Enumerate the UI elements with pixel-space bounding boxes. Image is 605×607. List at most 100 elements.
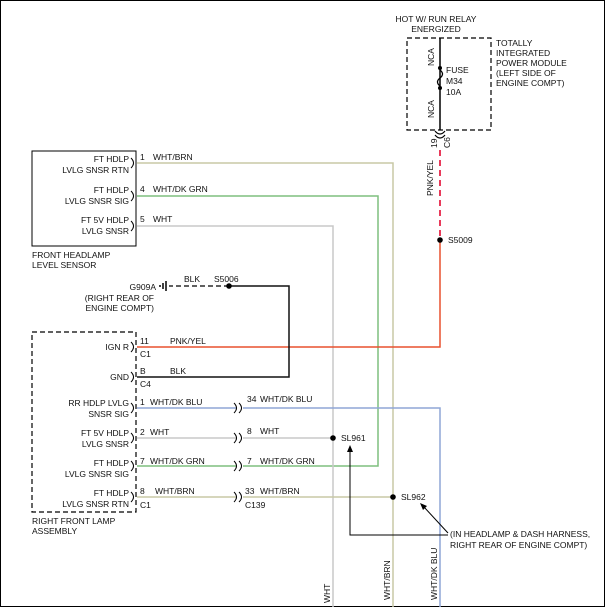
inline-pin8: 8	[247, 426, 252, 436]
ipm-box	[406, 37, 492, 131]
inline-pin33-wire: WHT/BRN	[260, 486, 300, 496]
sensor-pin5-label-1: FT 5V HDLP	[81, 215, 129, 225]
sensor-name-1: FRONT HEADLAMP	[32, 250, 111, 260]
lamp-pin7-label-2: LVLG SNSR SIG	[65, 469, 129, 479]
fuse-terminal-top	[438, 66, 442, 70]
ground-id: G909A	[130, 282, 157, 292]
ground-splice: S5006	[214, 274, 239, 284]
sensor-pin1-wire: WHT/BRN	[153, 152, 193, 162]
lamp-pin2-label-2: LVLG SNSR	[82, 439, 129, 449]
ipm-name-3: POWER MODULE	[496, 58, 567, 68]
wire-wht-sensor	[137, 225, 334, 607]
splice-sl962-dot	[390, 494, 396, 500]
lamp-pin2-label-1: FT 5V HDLP	[81, 428, 129, 438]
ipm-pin: 19	[429, 138, 439, 148]
lamp-pins-connector: C1	[140, 500, 151, 510]
sensor-pin1: 1	[140, 152, 145, 162]
fuse-id: M34	[446, 76, 463, 86]
bottom-wire-wht: WHT	[322, 584, 332, 603]
ipm-header-2: ENERGIZED	[411, 24, 461, 34]
ipm-wire-label: PNK/YEL	[425, 160, 435, 196]
lamp-pin8-wire: WHT/BRN	[155, 486, 195, 496]
sensor-pin4-label-2: LVLG SNSR SIG	[65, 196, 129, 206]
fuse-label: FUSE	[446, 65, 469, 75]
inline-pin34-wire: WHT/DK BLU	[260, 394, 312, 404]
inline-pin33: 33	[245, 486, 255, 496]
lamp-pin1-wire: WHT/DK BLU	[150, 397, 202, 407]
lamp-pin1-label-2: SNSR SIG	[88, 409, 129, 419]
splice-sl961-dot	[330, 435, 336, 441]
splice-sl961: SL961	[341, 433, 366, 443]
ground-wire: BLK	[184, 274, 200, 284]
ground-loc-2: ENGINE COMPT)	[86, 303, 155, 313]
sensor-pin4-wire: WHT/DK GRN	[153, 184, 208, 194]
lamp-pin8-label-2: LVLG SNSR RTN	[62, 499, 129, 509]
ground-icon	[159, 281, 167, 291]
lamp-pin7-label-1: FT HDLP	[94, 458, 130, 468]
inline-connector-icon	[233, 402, 242, 503]
ipm-name-4: (LEFT SIDE OF	[496, 68, 556, 78]
lamp-ign-pin: 11	[140, 336, 149, 346]
inline-pin7: 7	[247, 456, 252, 466]
fuse-icon	[436, 69, 444, 87]
sensor-pin4: 4	[140, 184, 145, 194]
sensor-pin5: 5	[140, 214, 145, 224]
ipm-connector-c6-icon-2	[434, 134, 446, 139]
sensor-pin5-label-2: LVLG SNSR	[82, 226, 129, 236]
note-line-1: (IN HEADLAMP & DASH HARNESS,	[450, 529, 590, 539]
ipm-connector: C6	[442, 137, 452, 148]
lamp-box	[31, 331, 137, 513]
lamp-connector-icon-bottom	[130, 402, 134, 503]
lamp-ign-connector: C1	[140, 349, 151, 359]
sensor-pin1-label-1: FT HDLP	[94, 154, 130, 164]
lamp-pin8-label-1: FT HDLP	[94, 488, 130, 498]
inline-connector: C139	[245, 500, 266, 510]
lamp-connector-icon-top	[130, 341, 134, 383]
splice-s5006-dot	[226, 283, 232, 289]
lamp-ign-wire: PNK/YEL	[170, 336, 206, 346]
lamp-pin2-wire: WHT	[150, 427, 169, 437]
inline-pin8-wire: WHT	[260, 426, 279, 436]
callout-arrowhead-sl961	[347, 445, 353, 452]
sensor-pin1-label-2: LVLG SNSR RTN	[62, 165, 129, 175]
ipm-name-5: ENGINE COMPT)	[496, 78, 565, 88]
lamp-gnd-label: GND	[110, 372, 129, 382]
lamp-name-2: ASSEMBLY	[32, 526, 78, 536]
sensor-pin4-label-1: FT HDLP	[94, 185, 130, 195]
ipm-nca-top: NCA	[426, 48, 436, 66]
lamp-pin8: 8	[140, 486, 145, 496]
lamp-gnd-pin: B	[140, 366, 146, 376]
lamp-pin7-wire: WHT/DK GRN	[150, 456, 205, 466]
bottom-wire-wht-brn: WHT/BRN	[382, 560, 392, 600]
ground-loc-1: (RIGHT REAR OF	[85, 293, 154, 303]
lamp-pin1-label-1: RR HDLP LVLG	[68, 398, 129, 408]
fuse-rating: 10A	[446, 87, 461, 97]
inline-pin7-wire: WHT/DK GRN	[260, 456, 315, 466]
ipm-connector-c6-icon	[434, 130, 446, 135]
splice-s5009-dot	[437, 237, 443, 243]
wire-blk-gnd	[137, 285, 290, 378]
fuse-terminal-bottom	[438, 86, 442, 90]
ipm-nca-bottom: NCA	[426, 100, 436, 118]
callout-line-sl962	[423, 506, 449, 534]
lamp-ign-label: IGN R	[105, 342, 129, 352]
callout-line	[349, 449, 448, 536]
note-line-2: RIGHT REAR OF ENGINE COMPT)	[450, 540, 587, 550]
splice-sl962: SL962	[401, 492, 426, 502]
lamp-gnd-connector: C4	[140, 379, 151, 389]
wire-pnk-yel-ign	[137, 240, 441, 348]
lamp-pin2: 2	[140, 427, 145, 437]
ipm-header-1: HOT W/ RUN RELAY	[396, 14, 477, 24]
lamp-gnd-wire: BLK	[170, 366, 186, 376]
lamp-pin1: 1	[140, 397, 145, 407]
lamp-pin7: 7	[140, 456, 145, 466]
sensor-connector-icon	[130, 157, 134, 232]
wire-wht-dkblu	[243, 407, 441, 607]
callout-arrowhead-sl962	[420, 503, 427, 510]
ipm-name-1: TOTALLY	[496, 38, 533, 48]
ipm-name-2: INTEGRATED	[496, 48, 550, 58]
inline-pin34: 34	[247, 394, 257, 404]
sensor-pin5-wire: WHT	[153, 214, 172, 224]
lamp-name-1: RIGHT FRONT LAMP	[32, 516, 116, 526]
